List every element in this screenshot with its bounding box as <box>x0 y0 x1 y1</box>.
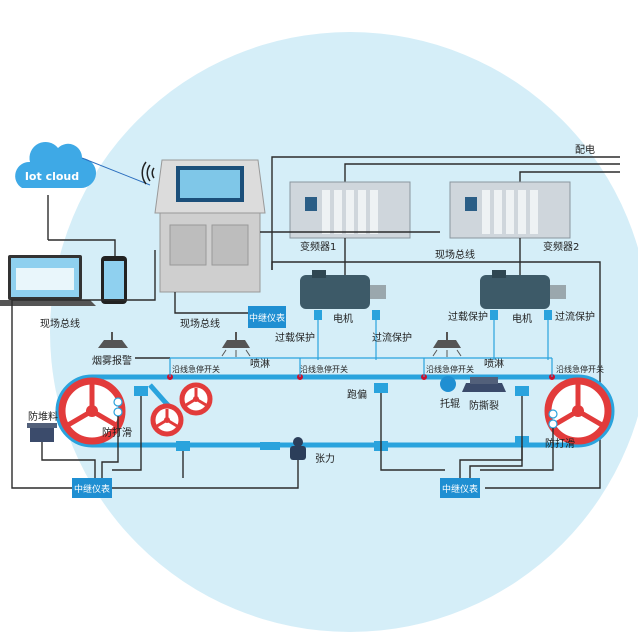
smoke-alarm-icon <box>98 332 128 348</box>
overload1-sensor-icon <box>314 310 322 320</box>
relay-right-label: 中继仪表 <box>442 483 478 495</box>
laptop-icon <box>0 255 96 306</box>
cloud-icon <box>15 141 97 189</box>
idler-label: 托辊 <box>440 397 460 410</box>
deviation-sensor-3-icon <box>374 383 388 393</box>
overload2-sensor-icon <box>490 310 498 320</box>
overcurrent2-sensor-icon <box>544 310 552 320</box>
vfd1-icon <box>289 181 411 239</box>
estop4-label: 沿线急停开关 <box>556 364 604 374</box>
slip-right-label: 防打滑 <box>545 437 575 450</box>
tension-drum-1-icon <box>179 382 213 416</box>
tension-drum-2-icon <box>150 403 184 437</box>
overcurrent1-sensor-icon <box>372 310 380 320</box>
fieldbus-label-mid: 现场总线 <box>435 248 475 261</box>
fieldbus-label-left-2: 现场总线 <box>180 317 220 330</box>
overcurrent1-label: 过流保护 <box>372 331 412 344</box>
deviation-sensor-1-icon <box>134 386 148 396</box>
overload2-label: 过载保护 <box>448 310 488 323</box>
bottom-wiring <box>41 393 554 489</box>
overcurrent2-label: 过流保护 <box>555 310 595 323</box>
tension-sensor-icon <box>260 437 306 460</box>
vfd2-label: 变频器2 <box>543 240 579 253</box>
control-cabinet-icon <box>154 159 266 293</box>
tension-label: 张力 <box>315 452 335 465</box>
relay-top-label: 中继仪表 <box>249 312 285 324</box>
background-circle <box>50 32 638 632</box>
motor1-icon <box>300 238 386 309</box>
smoke-label: 烟雾报警 <box>92 354 132 367</box>
pileup-sensor-icon <box>27 423 57 442</box>
slip-sensor-left-icon <box>113 397 123 417</box>
pileup-label: 防堆料 <box>28 410 58 423</box>
deviation-sensor-2-icon <box>176 441 190 451</box>
tear-detector-icon <box>462 377 506 392</box>
spray2-label: 喷淋 <box>484 357 504 370</box>
vfd1-label: 变频器1 <box>300 240 336 253</box>
fieldbus-lines <box>11 231 601 489</box>
fieldbus-label-left-1: 现场总线 <box>40 317 80 330</box>
relay-right: 中继仪表 <box>440 478 480 498</box>
motor2-icon <box>480 238 566 309</box>
power-label: 配电 <box>575 143 595 156</box>
estop2-label: 沿线急停开关 <box>300 364 348 374</box>
relay-left: 中继仪表 <box>72 478 112 498</box>
estop3-label: 沿线急停开关 <box>426 364 474 374</box>
cloud-link-line <box>81 157 151 186</box>
idler-icon <box>440 376 456 392</box>
motor1-label: 电机 <box>333 312 353 325</box>
spray1-icon <box>221 332 251 357</box>
wifi-icon <box>141 161 155 185</box>
slip-left-label: 防打滑 <box>102 426 132 439</box>
relay-top: 中继仪表 <box>248 306 286 328</box>
deviation-label: 跑偏 <box>347 388 367 401</box>
tear-label: 防撕裂 <box>469 399 499 412</box>
overload1-label: 过载保护 <box>275 331 315 344</box>
estop1-label: 沿线急停开关 <box>172 364 220 374</box>
vfd2-icon <box>449 181 571 239</box>
cloud-phone-line <box>48 239 116 258</box>
relay-left-label: 中继仪表 <box>74 483 110 495</box>
deviation-sensor-5-icon <box>515 386 529 396</box>
cloud-label: Iot cloud <box>25 170 79 183</box>
spray1-label: 喷淋 <box>250 357 270 370</box>
spray2-icon <box>432 332 462 357</box>
phone-icon <box>101 256 127 304</box>
motor2-label: 电机 <box>512 312 532 325</box>
head-drum-left-icon <box>58 377 126 445</box>
tail-drum-right-icon <box>544 377 612 445</box>
